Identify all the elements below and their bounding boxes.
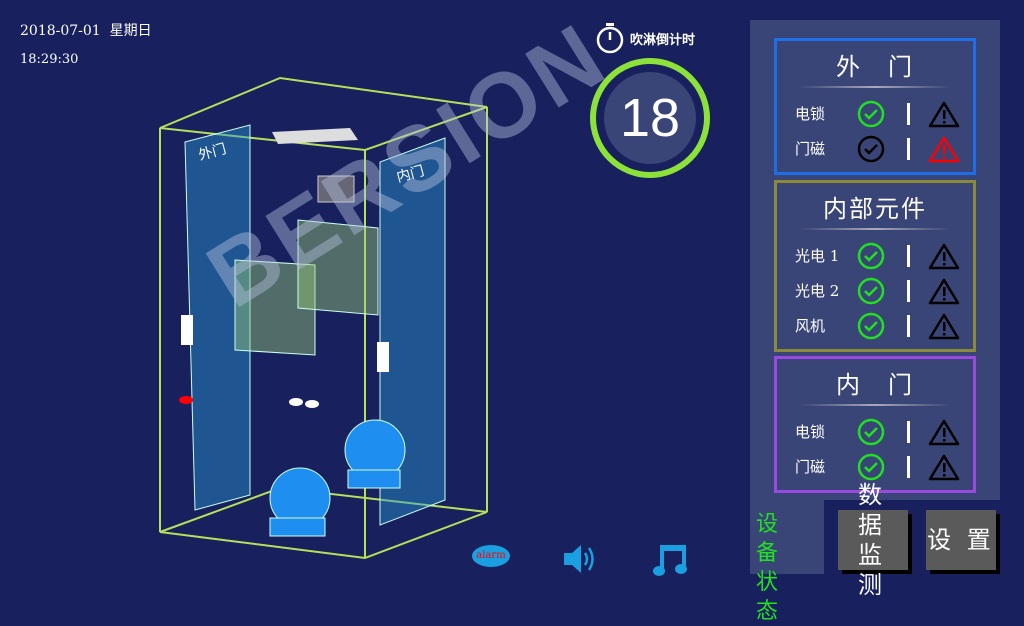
countdown-label: 吹淋倒计时 bbox=[630, 33, 696, 48]
status-row: 电锁 bbox=[777, 414, 973, 449]
status-label: 门磁 bbox=[795, 140, 826, 158]
separator bbox=[907, 455, 910, 478]
status-label: 门磁 bbox=[795, 458, 826, 476]
countdown-ring: 18 bbox=[590, 58, 710, 178]
date: 2018-07-01 bbox=[20, 23, 101, 39]
inner-door-label: 内门 bbox=[395, 163, 426, 186]
divider bbox=[799, 86, 951, 88]
check-icon bbox=[857, 312, 885, 339]
music-icon[interactable] bbox=[652, 543, 688, 577]
status-row: 门磁 bbox=[777, 131, 973, 166]
device-status-button[interactable]: 设 备 状 态 bbox=[756, 512, 787, 624]
check-icon bbox=[857, 135, 885, 162]
status-box: 内部元件光电 1 光电 2 风机 bbox=[774, 180, 976, 352]
check-icon bbox=[857, 242, 885, 269]
warning-icon bbox=[928, 278, 960, 304]
countdown-value: 18 bbox=[604, 72, 696, 164]
data-monitor-button[interactable]: 数 据 监 测 bbox=[838, 481, 908, 599]
status-box-title: 外 门 bbox=[836, 53, 914, 81]
status-row: 风机 bbox=[777, 308, 973, 343]
date-display: 2018-07-01 星期日 bbox=[20, 20, 152, 40]
divider bbox=[799, 404, 951, 406]
separator bbox=[907, 279, 910, 302]
separator bbox=[907, 314, 910, 337]
warning-icon bbox=[928, 313, 960, 339]
settings-button[interactable]: 设 置 bbox=[926, 510, 996, 570]
status-label: 光电 1 bbox=[795, 247, 840, 265]
warning-icon bbox=[928, 136, 960, 162]
status-label: 光电 2 bbox=[795, 282, 840, 300]
status-box: 外 门电锁 门磁 bbox=[774, 38, 976, 175]
panel-tab bbox=[750, 500, 824, 574]
weekday: 星期日 bbox=[109, 23, 152, 39]
warning-icon bbox=[928, 454, 960, 480]
status-label: 风机 bbox=[795, 317, 826, 335]
speaker-icon[interactable] bbox=[562, 542, 598, 576]
warning-icon bbox=[928, 101, 960, 127]
check-icon bbox=[857, 277, 885, 304]
status-box-title: 内部元件 bbox=[823, 195, 927, 223]
time-display: 18:29:30 bbox=[20, 52, 79, 67]
warning-icon bbox=[928, 243, 960, 269]
status-label: 电锁 bbox=[795, 105, 826, 123]
shower-room-diagram: 外门 内门 bbox=[159, 76, 488, 560]
check-icon bbox=[857, 453, 885, 480]
stopwatch-icon bbox=[596, 23, 624, 54]
check-icon bbox=[857, 100, 885, 127]
separator bbox=[907, 420, 910, 443]
outer-door-label: 外门 bbox=[197, 141, 228, 164]
status-label: 电锁 bbox=[795, 423, 826, 441]
divider bbox=[799, 228, 951, 230]
status-box-title: 内 门 bbox=[836, 371, 914, 399]
status-row: 电锁 bbox=[777, 96, 973, 131]
alarm-icon: alarm bbox=[476, 550, 506, 561]
check-icon bbox=[857, 418, 885, 445]
status-row: 光电 1 bbox=[777, 238, 973, 273]
warning-icon bbox=[928, 419, 960, 445]
alarm-button[interactable]: alarm bbox=[472, 545, 510, 567]
separator bbox=[907, 102, 910, 125]
separator bbox=[907, 137, 910, 160]
status-row: 门磁 bbox=[777, 449, 973, 484]
status-row: 光电 2 bbox=[777, 273, 973, 308]
separator bbox=[907, 244, 910, 267]
status-box: 内 门电锁 门磁 bbox=[774, 356, 976, 493]
